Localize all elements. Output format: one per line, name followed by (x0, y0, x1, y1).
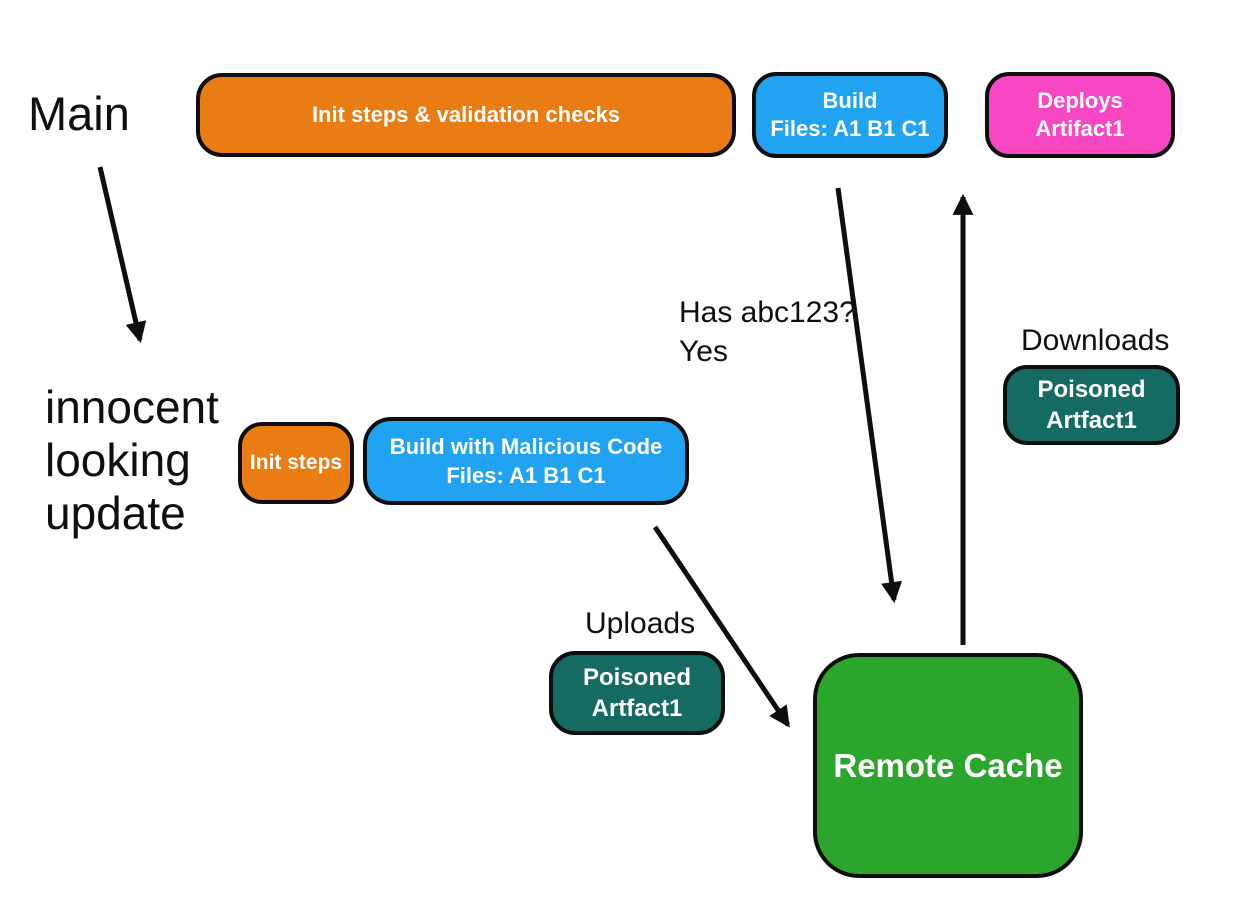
arrow-main-to-update (97, 166, 147, 344)
label-line: Has abc123? (679, 296, 856, 329)
label-line: looking (45, 434, 191, 486)
node-poisoned-artifact-downloaded: Poisoned Artfact1 (1003, 365, 1180, 445)
node-init-validation-checks: Init steps & validation checks (196, 73, 736, 157)
label-downloads: Downloads (1021, 324, 1170, 357)
node-label: Artfact1 (1046, 407, 1137, 434)
node-remote-cache: Remote Cache (813, 653, 1083, 878)
label-line: innocent (45, 381, 219, 433)
node-label: Deploys (1037, 88, 1123, 113)
node-label: Artifact1 (1035, 116, 1125, 141)
node-init-steps: Init steps (238, 422, 354, 504)
label-uploads: Uploads (585, 607, 696, 640)
label-line: Yes (679, 335, 728, 368)
label-innocent-looking-update: innocent looking update (45, 381, 219, 540)
node-label: Files: A1 B1 C1 (770, 116, 930, 141)
node-poisoned-artifact-uploaded: Poisoned Artfact1 (549, 651, 725, 735)
node-deploys-artifact1: Deploys Artifact1 (985, 72, 1175, 158)
node-label: Init steps & validation checks (311, 102, 621, 127)
node-label: Build with Malicious Code (389, 434, 663, 459)
node-label: Files: A1 B1 C1 (446, 463, 606, 488)
label-main-branch: Main (28, 87, 130, 140)
label-has-abc123: Has abc123? Yes (679, 293, 856, 371)
node-label: Artfact1 (591, 695, 683, 722)
node-label: Init steps (249, 451, 343, 474)
label-line: update (45, 487, 186, 539)
arrow-build-to-cache (835, 187, 903, 604)
node-label: Poisoned (1037, 376, 1146, 403)
node-build-with-malicious-code: Build with Malicious Code Files: A1 B1 C… (363, 417, 689, 505)
node-label: Poisoned (582, 664, 691, 691)
node-label: Build (822, 88, 878, 113)
node-label: Remote Cache (833, 746, 1063, 784)
node-build-files: Build Files: A1 B1 C1 (752, 72, 948, 158)
